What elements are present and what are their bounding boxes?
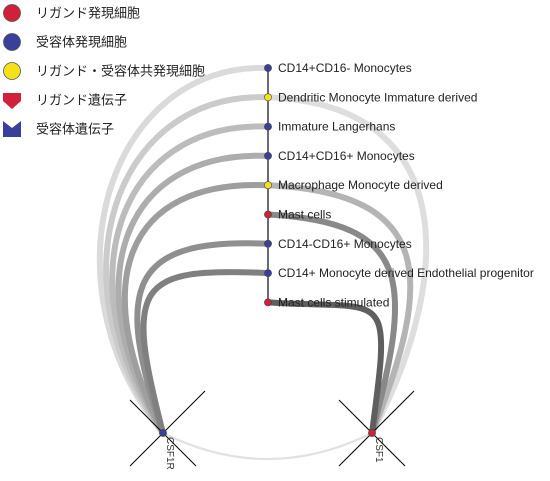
cell-node-marker bbox=[264, 269, 272, 277]
ligand-link bbox=[265, 182, 414, 436]
receptor-cell-marker-icon bbox=[3, 33, 21, 51]
gene-tick-line bbox=[129, 390, 206, 467]
cell-node: CD14+CD16+ Monocytes bbox=[264, 149, 415, 163]
ligand-gene-node: CSF1 bbox=[338, 390, 415, 467]
gene-label: CSF1 bbox=[373, 437, 384, 463]
receptor-link bbox=[109, 123, 271, 436]
cell-node: Mast cells bbox=[264, 208, 331, 222]
cell-node: CD14+CD16- Monocytes bbox=[264, 61, 412, 75]
cell-label: CD14-CD16+ Monocytes bbox=[278, 237, 412, 251]
cell-node: Immature Langerhans bbox=[264, 120, 395, 134]
ligand-link bbox=[265, 94, 430, 436]
cell-label: Immature Langerhans bbox=[278, 120, 395, 134]
receptor-gene-node: CSF1R bbox=[129, 390, 206, 470]
cell-node-marker bbox=[264, 298, 272, 307]
receptor-gene-bowtie-icon bbox=[3, 121, 21, 137]
cell-node: Macrophage Monocyte derived bbox=[264, 178, 443, 192]
cell-node-marker bbox=[264, 64, 272, 72]
gene-label: CSF1R bbox=[164, 437, 175, 470]
legend-label: リガンド発現細胞 bbox=[36, 7, 140, 22]
cell-label: CD14+ Monocyte derived Endothelial proge… bbox=[278, 266, 534, 280]
cell-node-marker bbox=[264, 151, 272, 160]
cell-node: Dendritic Monocyte Immature derived bbox=[264, 90, 477, 104]
receptor-link bbox=[115, 152, 271, 436]
cell-label: Macrophage Monocyte derived bbox=[278, 178, 443, 192]
legend-receptor-gene: 受容体遺伝子 bbox=[3, 121, 114, 138]
cell-node-marker bbox=[264, 122, 272, 131]
cell-node: CD14+ Monocyte derived Endothelial proge… bbox=[264, 266, 534, 280]
gene-node-marker bbox=[159, 429, 167, 437]
cell-label: CD14+CD16+ Monocytes bbox=[278, 149, 415, 163]
legend-label: 受容体遺伝子 bbox=[36, 122, 114, 138]
legend-ligand-cell: リガンド発現細胞 bbox=[3, 4, 140, 22]
cell-node: CD14-CD16+ Monocytes bbox=[264, 237, 412, 251]
legend-receptor-cell: 受容体発現細胞 bbox=[3, 33, 127, 51]
legend-label: 受容体発現細胞 bbox=[36, 35, 127, 51]
cell-node-marker bbox=[264, 93, 272, 102]
coexpress-cell-marker-icon bbox=[3, 62, 21, 80]
cell-label: Mast cells stimulated bbox=[278, 295, 389, 309]
legend-ligand-gene: リガンド遺伝子 bbox=[3, 93, 127, 109]
gene-link-arc bbox=[162, 432, 373, 461]
receptor-link bbox=[134, 240, 271, 436]
cell-node-marker bbox=[264, 239, 272, 248]
gene-tick-line bbox=[338, 390, 415, 467]
ligand-link bbox=[265, 299, 385, 436]
cell-label: Dendritic Monocyte Immature derived bbox=[278, 90, 477, 104]
ligand-link bbox=[265, 211, 398, 436]
receptor-link bbox=[121, 182, 271, 436]
cell-label: CD14+CD16- Monocytes bbox=[278, 61, 412, 75]
ligand-gene-shield-icon bbox=[3, 93, 21, 109]
cell-node: Mast cells stimulated bbox=[264, 295, 389, 309]
interaction-links bbox=[96, 64, 430, 436]
ligand-cell-marker-icon bbox=[3, 4, 21, 22]
legend-label: リガンド・受容体共発現細胞 bbox=[36, 64, 205, 80]
legend: リガンド発現細胞受容体発現細胞リガンド・受容体共発現細胞リガンド遺伝子受容体遺伝… bbox=[3, 4, 205, 138]
gene-nodes: CSF1R CSF1 bbox=[129, 390, 415, 470]
gene-connector-arc bbox=[162, 432, 373, 461]
cell-node-marker bbox=[264, 181, 272, 190]
cell-node-marker bbox=[264, 210, 272, 219]
legend-label: リガンド遺伝子 bbox=[36, 94, 127, 109]
legend-coexpress-cell: リガンド・受容体共発現細胞 bbox=[3, 62, 205, 80]
receptor-link bbox=[140, 269, 271, 436]
gene-node-marker bbox=[368, 429, 376, 437]
cell-label: Mast cells bbox=[278, 208, 331, 222]
